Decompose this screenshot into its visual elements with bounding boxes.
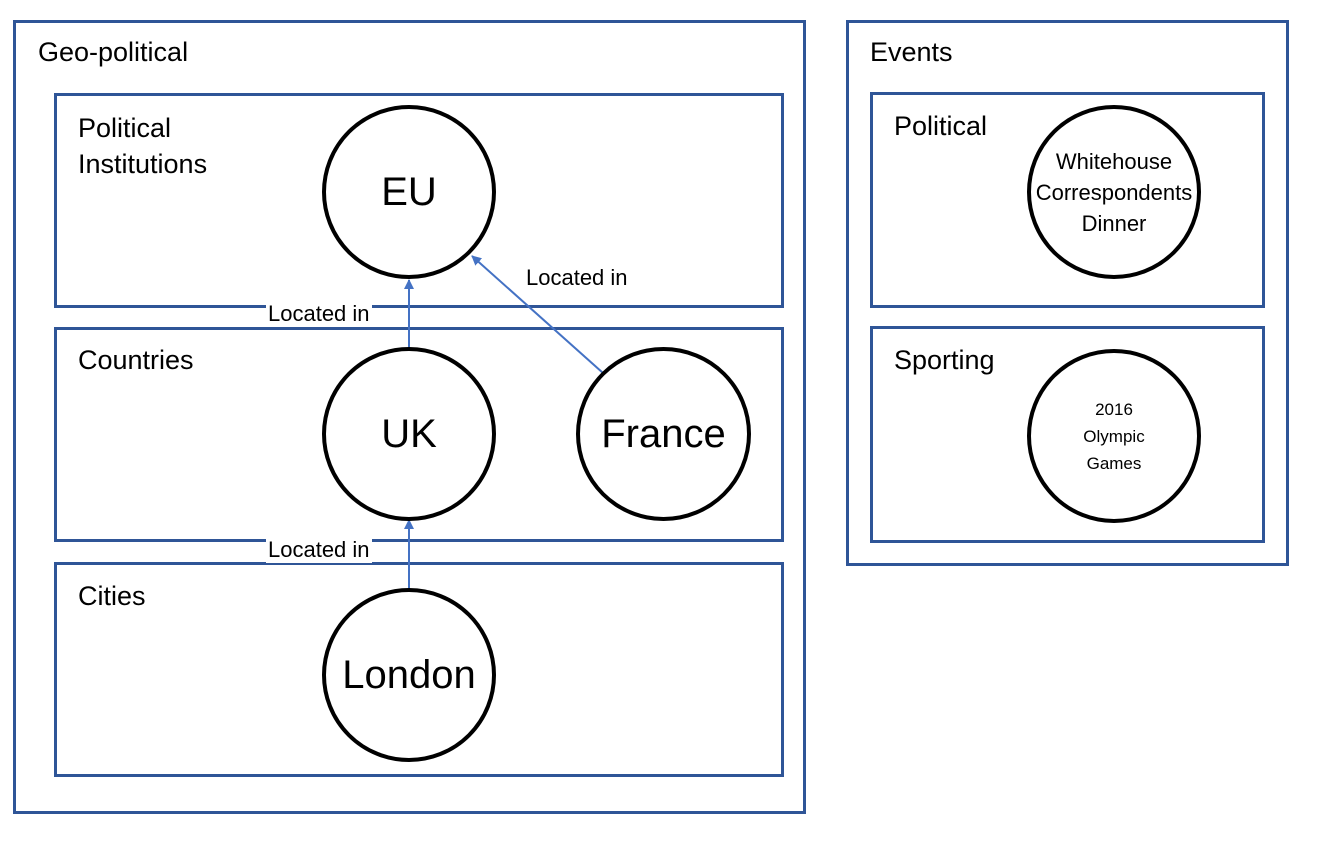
cities-title: Cities — [78, 581, 146, 611]
edge-label-london-uk: Located in — [266, 537, 372, 563]
node-france: France — [576, 347, 751, 521]
edge-label-uk-eu: Located in — [266, 301, 372, 327]
node-2016-olympic-games: 2016 Olympic Games — [1027, 349, 1201, 523]
node-london: London — [322, 588, 496, 762]
node-eu: EU — [322, 105, 496, 279]
countries-title: Countries — [78, 345, 194, 375]
political-events-title: Political — [894, 111, 988, 141]
node-uk: UK — [322, 347, 496, 521]
edge-label-france-eu: Located in — [524, 265, 630, 291]
geo-political-title: Geo-political — [38, 37, 189, 67]
sporting-events-title: Sporting — [894, 345, 995, 375]
events-title: Events — [870, 37, 953, 67]
political-institutions-title: Political Institutions — [78, 113, 208, 179]
node-whitehouse-dinner: Whitehouse Correspondents Dinner — [1027, 105, 1201, 279]
